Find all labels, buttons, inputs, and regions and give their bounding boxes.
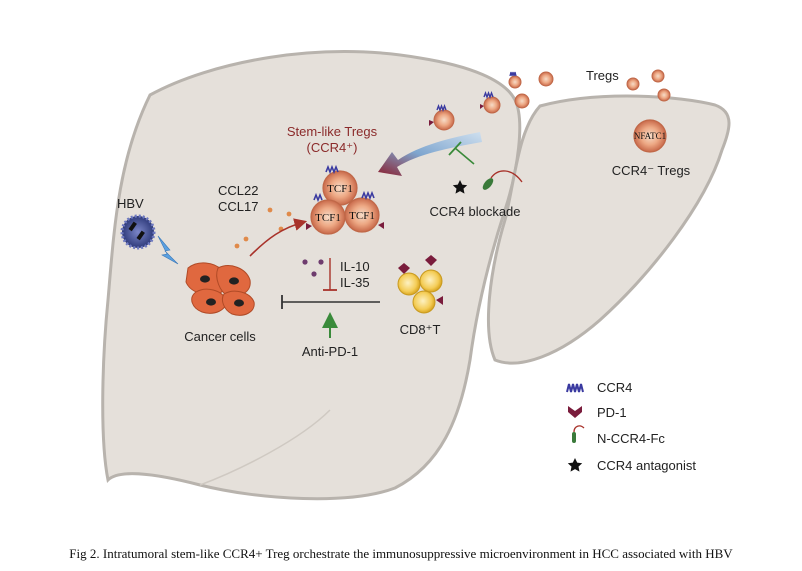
treg-cell — [626, 77, 640, 91]
tcf1-label: TCF1 — [315, 212, 341, 224]
hbv-virus-icon — [120, 214, 156, 250]
cancer-cells — [185, 262, 255, 316]
ccl22-label: CCL22 — [218, 183, 258, 198]
legend: CCR4 PD-1 N-CCR4-Fc CCR4 antagonist — [566, 380, 696, 473]
stem-like-tregs-sublabel: (CCR4⁺) — [307, 140, 358, 155]
legend-label: N-CCR4-Fc — [597, 431, 665, 446]
cytokine-dots — [302, 259, 324, 277]
ccl17-label: CCL17 — [218, 199, 258, 214]
blockade-inhibit-bar — [448, 141, 462, 156]
nfatc1-label: NFATC1 — [634, 131, 666, 141]
tcf1-treg-cell: TCF1 — [344, 190, 384, 233]
il35-label: IL-35 — [340, 275, 370, 290]
legend-label: CCR4 antagonist — [597, 458, 696, 473]
treg-cell — [480, 91, 501, 114]
stem-like-tregs-label: Stem-like Tregs — [287, 124, 378, 139]
tcf1-treg-cell: TCF1 — [322, 164, 358, 206]
figure-caption: Fig 2. Intratumoral stem-like CCR4+ Treg… — [69, 546, 733, 561]
cd8-t-cells — [397, 255, 443, 314]
liver-inner-contour — [199, 409, 331, 486]
treg-cell — [651, 69, 665, 83]
tcf1-treg-cell: TCF1 — [306, 192, 346, 235]
anti-pd1-label: Anti-PD-1 — [302, 344, 358, 359]
ccr4-blockade-label: CCR4 blockade — [429, 204, 520, 219]
cancer-cells-label: Cancer cells — [184, 329, 256, 344]
chemokine-dots — [234, 207, 292, 249]
legend-label: CCR4 — [597, 380, 632, 395]
hbv-label: HBV — [117, 196, 144, 211]
liver-right-lobe — [487, 94, 731, 365]
n-ccr4-fc-icon — [482, 170, 523, 190]
treg-cell — [429, 104, 455, 131]
pd1-icon — [568, 406, 582, 418]
ccr4-negative-treg-cell: NFATC1 — [633, 119, 667, 153]
tcf1-label: TCF1 — [349, 210, 375, 222]
chemokine-arrow — [249, 218, 308, 257]
blockade-inhibit-line — [454, 147, 475, 165]
legend-label: PD-1 — [597, 405, 627, 420]
liver-left-lobe — [101, 50, 522, 501]
ccr4-negative-tregs-label: CCR4⁻ Tregs — [612, 163, 691, 178]
tregs-label: Tregs — [586, 68, 619, 83]
treg-cell — [657, 88, 671, 102]
treg-cell — [538, 71, 554, 87]
cd8t-label: CD8⁺T — [400, 322, 441, 337]
tcf1-label: TCF1 — [327, 183, 353, 195]
ccr4-icon — [566, 383, 584, 393]
recruitment-arrow — [378, 132, 482, 176]
treg-cell — [514, 93, 530, 109]
lightning-icon — [157, 235, 179, 265]
treg-cell — [508, 71, 522, 89]
stem-like-treg-cluster: TCF1 TCF1 TCF1 — [306, 164, 384, 235]
n-ccr4-fc-icon — [572, 425, 585, 443]
star-icon — [567, 458, 583, 472]
star-icon — [452, 180, 468, 194]
il10-label: IL-10 — [340, 259, 370, 274]
